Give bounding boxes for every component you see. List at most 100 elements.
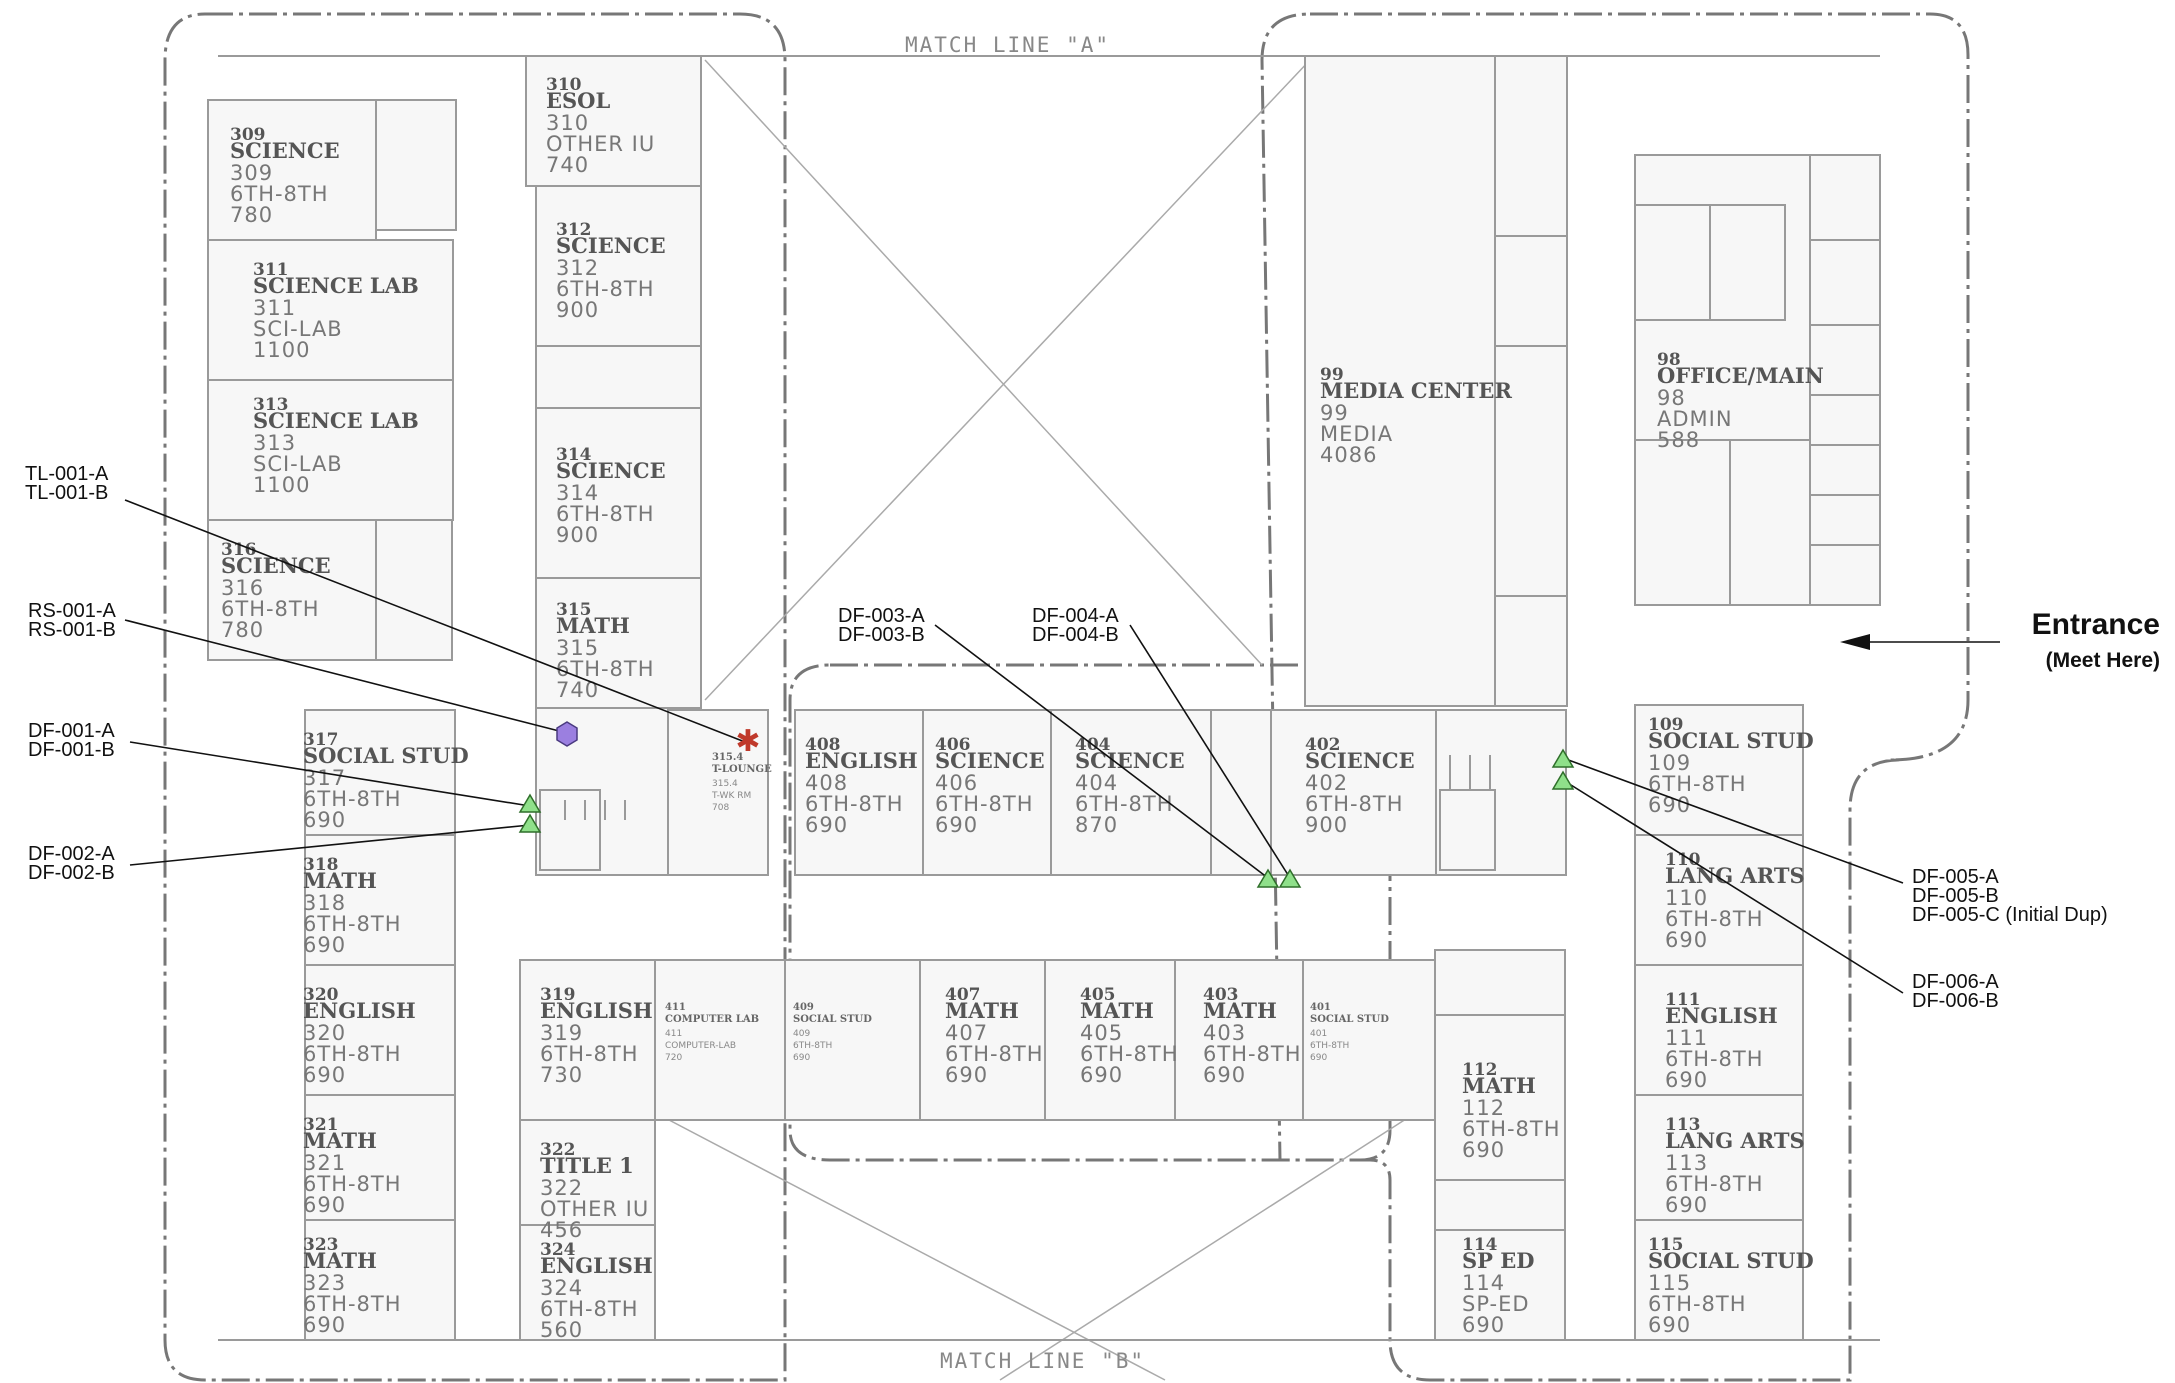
- room-line2: MEDIA: [1320, 422, 1393, 446]
- room-line2: 6TH-8TH: [556, 657, 655, 681]
- room-num: 322: [540, 1140, 576, 1160]
- room-line2: OTHER IU: [540, 1197, 649, 1221]
- drinking-fountain-marker-df002[interactable]: [518, 813, 542, 833]
- room-line3: 690: [303, 1193, 346, 1217]
- teacher-lounge-marker[interactable]: ✱: [735, 724, 760, 759]
- room-num: 321: [303, 1115, 339, 1135]
- room-line1: 113: [1665, 1151, 1708, 1175]
- room-line1: 112: [1462, 1096, 1505, 1120]
- room-name: MATH: [303, 868, 377, 893]
- room-line3: 4086: [1320, 443, 1377, 467]
- room-line1: 405: [1080, 1021, 1123, 1045]
- room-num: 110: [1665, 850, 1701, 870]
- restroom-sink-marker[interactable]: [556, 721, 578, 747]
- room-name: SCIENCE: [556, 233, 666, 258]
- room-line1: 406: [935, 771, 978, 795]
- room-line3: 690: [1203, 1063, 1246, 1087]
- room-name: MEDIA CENTER: [1320, 378, 1512, 403]
- room-num: 99: [1320, 365, 1344, 385]
- room-line2: 6TH-8TH: [1203, 1042, 1302, 1066]
- entrance-title: Entrance: [2032, 608, 2160, 641]
- room-line1: 402: [1305, 771, 1348, 795]
- room-line2: 6TH-8TH: [1080, 1042, 1179, 1066]
- small-room-line2: 6TH-8TH: [1310, 1041, 1349, 1051]
- callout-label: DF-003-A: [838, 605, 925, 627]
- room-line2: 6TH-8TH: [303, 1172, 402, 1196]
- small-room-name: T-LOUNGE: [712, 764, 772, 775]
- room-name: SOCIAL STUD: [1648, 728, 1814, 753]
- room-line1: 403: [1203, 1021, 1246, 1045]
- small-room-line3: 720: [665, 1053, 682, 1063]
- small-room-num: 409: [793, 1002, 814, 1013]
- small-room-line2: 6TH-8TH: [793, 1041, 832, 1051]
- room-name: SCIENCE LAB: [253, 408, 419, 433]
- room-num: 314: [556, 445, 592, 465]
- room-name: SCIENCE LAB: [253, 273, 419, 298]
- room-line1: 318: [303, 891, 346, 915]
- room-line2: ADMIN: [1657, 407, 1733, 431]
- room-line2: 6TH-8TH: [805, 792, 904, 816]
- room-line3: 456: [540, 1218, 583, 1242]
- room-line1: 311: [253, 296, 296, 320]
- room-name: SOCIAL STUD: [303, 743, 469, 768]
- room-name: MATH: [556, 613, 630, 638]
- callout-label: DF-004-B: [1032, 624, 1119, 646]
- room-line2: 6TH-8TH: [230, 182, 329, 206]
- room-line2: 6TH-8TH: [1665, 1047, 1764, 1071]
- room-line1: 99: [1320, 401, 1349, 425]
- drinking-fountain-marker-df006[interactable]: [1551, 770, 1575, 790]
- callout-label: DF-002-A: [28, 843, 115, 865]
- room-line3: 730: [540, 1063, 583, 1087]
- small-room-name: COMPUTER LAB: [665, 1014, 759, 1025]
- small-room-name: SOCIAL STUD: [1310, 1014, 1389, 1025]
- room-line3: 560: [540, 1318, 583, 1342]
- room-name: LANG ARTS: [1665, 863, 1805, 888]
- room-line1: 315: [556, 636, 599, 660]
- room-line1: 309: [230, 161, 273, 185]
- room-name: SCIENCE: [556, 458, 666, 483]
- callout-label: TL-001-A: [25, 463, 109, 485]
- drinking-fountain-marker-df001[interactable]: [518, 793, 542, 813]
- small-room-name: SOCIAL STUD: [793, 1014, 872, 1025]
- room-line3: 690: [1462, 1138, 1505, 1162]
- room-line2: 6TH-8TH: [945, 1042, 1044, 1066]
- room-line2: 6TH-8TH: [1462, 1117, 1561, 1141]
- drinking-fountain-marker-df003[interactable]: [1256, 868, 1280, 888]
- room-line2: 6TH-8TH: [303, 787, 402, 811]
- room-num: 319: [540, 985, 576, 1005]
- small-room-line1: 411: [665, 1029, 682, 1039]
- room-line2: 6TH-8TH: [556, 277, 655, 301]
- room-num: 407: [945, 985, 981, 1005]
- callout-leaders: [124, 499, 1904, 994]
- room-num: 109: [1648, 715, 1684, 735]
- room-line2: 6TH-8TH: [556, 502, 655, 526]
- room-line3: 900: [1305, 813, 1348, 837]
- callout-label: DF-004-A: [1032, 605, 1119, 627]
- restroom-fixtures-west: [539, 755, 1496, 871]
- room-name: MATH: [303, 1128, 377, 1153]
- room-line1: 320: [303, 1021, 346, 1045]
- callout-label: DF-005-C (Initial Dup): [1912, 904, 2108, 926]
- drinking-fountain-marker-df005[interactable]: [1551, 748, 1575, 768]
- room-line3: 780: [230, 203, 273, 227]
- match-line-a-label: MATCH LINE "A": [905, 33, 1110, 57]
- room-name: MATH: [303, 1248, 377, 1273]
- drinking-fountain-marker-df004[interactable]: [1278, 868, 1302, 888]
- room-line2: 6TH-8TH: [1665, 1172, 1764, 1196]
